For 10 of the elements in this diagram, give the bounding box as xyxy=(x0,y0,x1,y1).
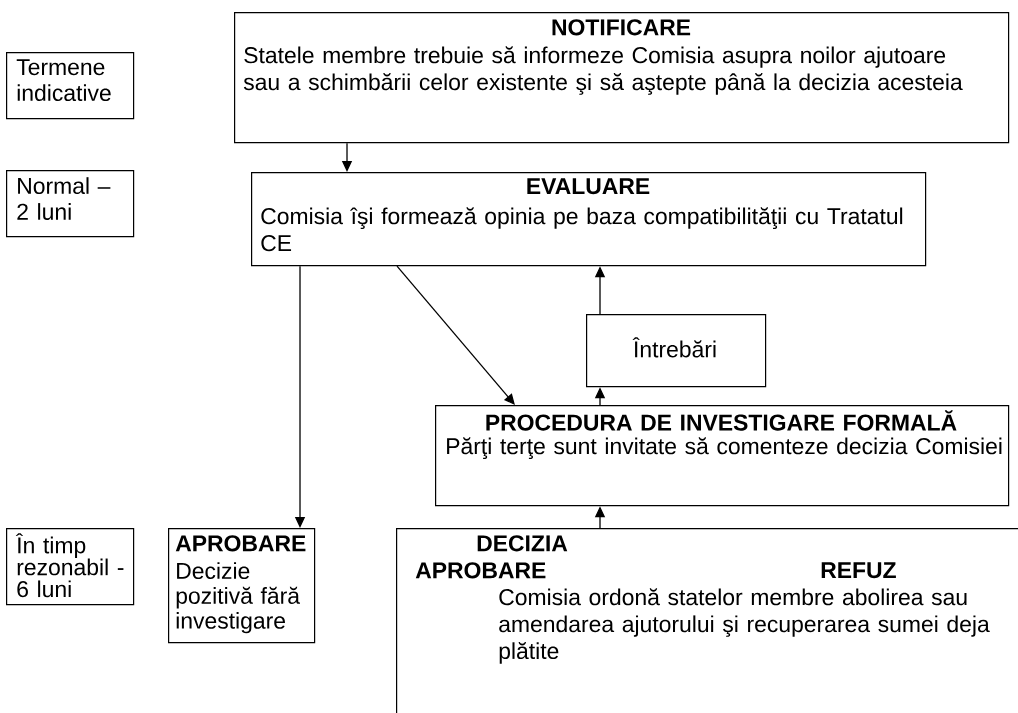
arrow xyxy=(396,265,515,405)
label-box: În timp rezonabil - 6 luni xyxy=(6,528,135,606)
process-box: Întrebări xyxy=(586,314,767,388)
process-box: APROBARE Decizie pozitivă fără investigare xyxy=(168,528,316,644)
label-box: Termene indicative xyxy=(6,52,135,120)
process-box: EVALUARE Comisia îşi formează opinia pe baza compatibilităţii cu Tratatul CE xyxy=(251,172,927,267)
label-box: Normal – 2 luni xyxy=(6,170,135,238)
process-box: NOTIFICARE Statele membre trebuie să informeze Comisia asupra noilor ajutoare sau a schimbării celor existente şi să aştepte până la decizia acesteia xyxy=(234,12,1010,144)
decision-box: DECIZIA APROBARE REFUZ Comisia ordonă statelor membre abolirea sau amendarea ajutorului şi recuperarea sumei deja plătite xyxy=(396,528,1018,713)
process-box: PROCEDURA DE INVESTIGARE FORMALĂ Părţi terţe sunt invitate să comenteze decizia Comisiei xyxy=(435,405,1010,507)
